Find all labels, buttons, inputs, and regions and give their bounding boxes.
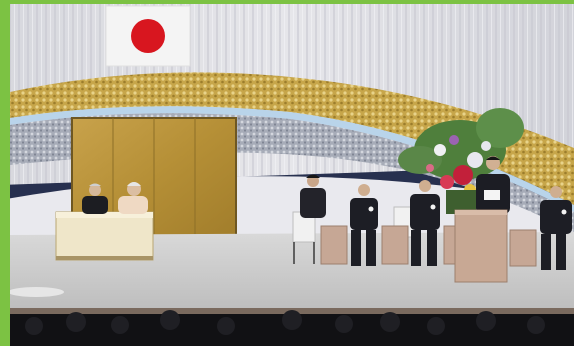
audience-silhouettes: [10, 310, 574, 346]
green-border-top: [0, 0, 574, 4]
side-table-1: [320, 225, 348, 265]
green-border-left: [0, 0, 10, 346]
flower-arrangement: [398, 108, 524, 214]
side-table-4: [509, 229, 537, 267]
speaker-podium: [454, 209, 508, 283]
white-chair-left: [292, 211, 316, 264]
woman-dark-dress: [300, 174, 326, 218]
seated-man-dark-suit: [82, 183, 108, 214]
seated-man-1: [350, 184, 378, 266]
seated-man-far-right: [540, 186, 572, 270]
side-table-2: [381, 225, 409, 265]
royal-table: [55, 211, 154, 261]
gold-arc-band: [10, 72, 574, 205]
seated-man-2: [410, 180, 440, 266]
japanese-flag: [105, 5, 191, 67]
seated-woman-cream-suit: [118, 182, 148, 214]
speaker-at-podium: [476, 156, 510, 214]
side-table-3: [443, 225, 457, 265]
floor-marker: [8, 287, 64, 297]
